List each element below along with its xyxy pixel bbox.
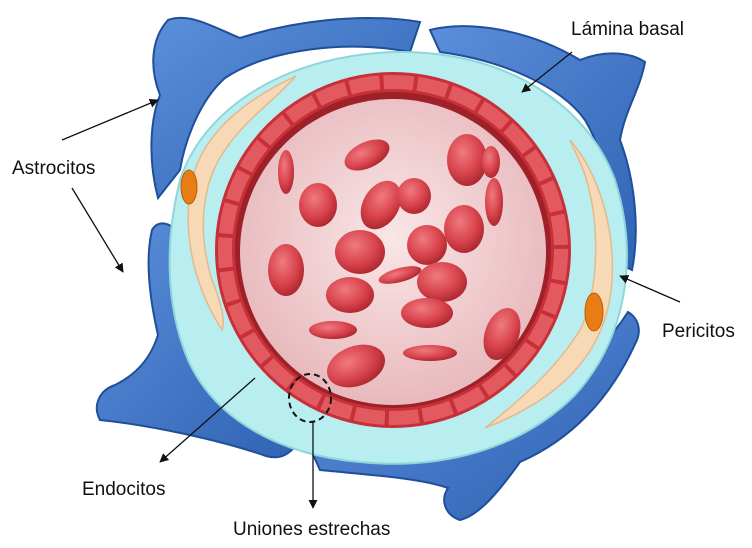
erythrocyte (447, 134, 487, 186)
erythrocyte (299, 183, 337, 227)
erythrocyte (403, 345, 457, 361)
erythrocyte (482, 146, 500, 178)
erythrocyte (407, 225, 447, 265)
erythrocyte (485, 178, 503, 226)
label-endocitos: Endocitos (82, 480, 165, 499)
erythrocyte (268, 244, 304, 296)
erythrocyte (278, 150, 294, 194)
erythrocyte (417, 262, 467, 302)
arrow-astrocitos-upper (62, 100, 158, 140)
erythrocyte (444, 205, 484, 253)
erythrocyte (326, 277, 374, 313)
label-pericitos: Pericitos (662, 322, 735, 341)
label-uniones-estrechas: Uniones estrechas (233, 520, 390, 539)
erythrocyte (335, 230, 385, 274)
erythrocyte (309, 321, 357, 339)
pericyte-nucleus-left (181, 170, 197, 204)
erythrocyte (401, 298, 453, 328)
label-lamina-basal: Lámina basal (571, 20, 684, 39)
label-astrocitos: Astrocitos (12, 159, 95, 178)
erythrocyte (397, 178, 431, 214)
pericyte-nucleus-right (585, 293, 603, 331)
arrow-pericitos (620, 276, 680, 302)
arrow-astrocitos-lower (72, 188, 123, 272)
